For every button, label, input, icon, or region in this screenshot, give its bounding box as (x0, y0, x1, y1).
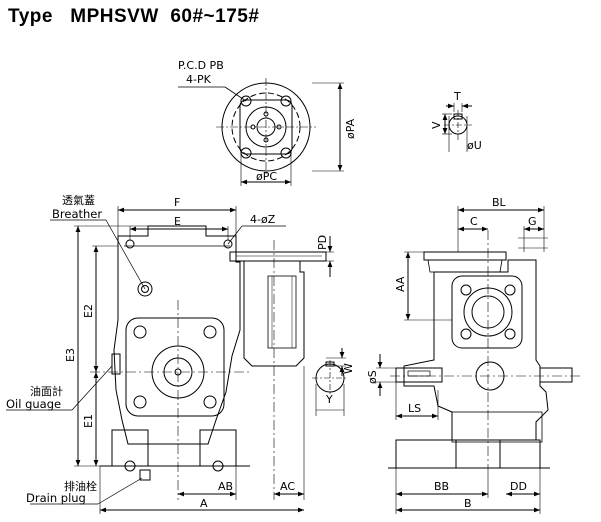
s-label: øS (366, 370, 379, 384)
ab-label: AB (218, 480, 233, 493)
y-label: Y (325, 393, 333, 406)
w-label: W (342, 363, 355, 374)
breather-label: Breather (52, 207, 102, 221)
f-label: F (174, 196, 180, 209)
oil-gauge-label: Oil guage (6, 397, 61, 411)
z-label: 4-øZ (250, 213, 276, 226)
e3-label: E3 (64, 348, 77, 362)
pa-label: øPA (344, 118, 357, 139)
g-label: G (528, 215, 537, 228)
pk-label: 4-PK (186, 73, 212, 86)
oil-gauge (111, 353, 121, 375)
aa-label: AA (394, 276, 407, 292)
b-label: B (464, 497, 472, 510)
ls-label: LS (408, 402, 421, 415)
breather-plug (137, 281, 153, 297)
output-flange-square (125, 317, 225, 417)
side-view (376, 206, 580, 514)
e1-label: E1 (82, 414, 95, 428)
dd-label: DD (510, 480, 527, 493)
t-label: T (453, 90, 461, 103)
drain-cn-label: 排油栓 (64, 479, 97, 493)
drain-label: Drain plug (26, 491, 86, 505)
pcd-label: P.C.D PB (178, 59, 224, 72)
breather-cn-label: 透氣蓋 (62, 193, 95, 207)
v-label: V (430, 121, 443, 129)
side-flange-square (451, 275, 523, 349)
diagram-title: Type MPHSVW 60#~175# (8, 6, 260, 27)
a-label: A (200, 497, 208, 510)
drain-plug (139, 469, 151, 481)
c-label: C (470, 215, 478, 228)
pd-label: PD (316, 235, 329, 250)
keyway-view (442, 103, 472, 152)
shaft-section-view (312, 348, 348, 416)
pc-label: øPC (256, 170, 277, 183)
u-label: øU (467, 139, 482, 152)
motor-flange-top (229, 251, 327, 262)
flange-view (178, 78, 344, 186)
bb-label: BB (434, 480, 449, 493)
bl-label: BL (492, 196, 507, 209)
oil-gauge-cn-label: 油面計 (30, 384, 63, 398)
ac-label: AC (280, 480, 295, 493)
e2-label: E2 (82, 304, 95, 318)
e-label: E (174, 215, 181, 228)
front-view (6, 206, 334, 514)
